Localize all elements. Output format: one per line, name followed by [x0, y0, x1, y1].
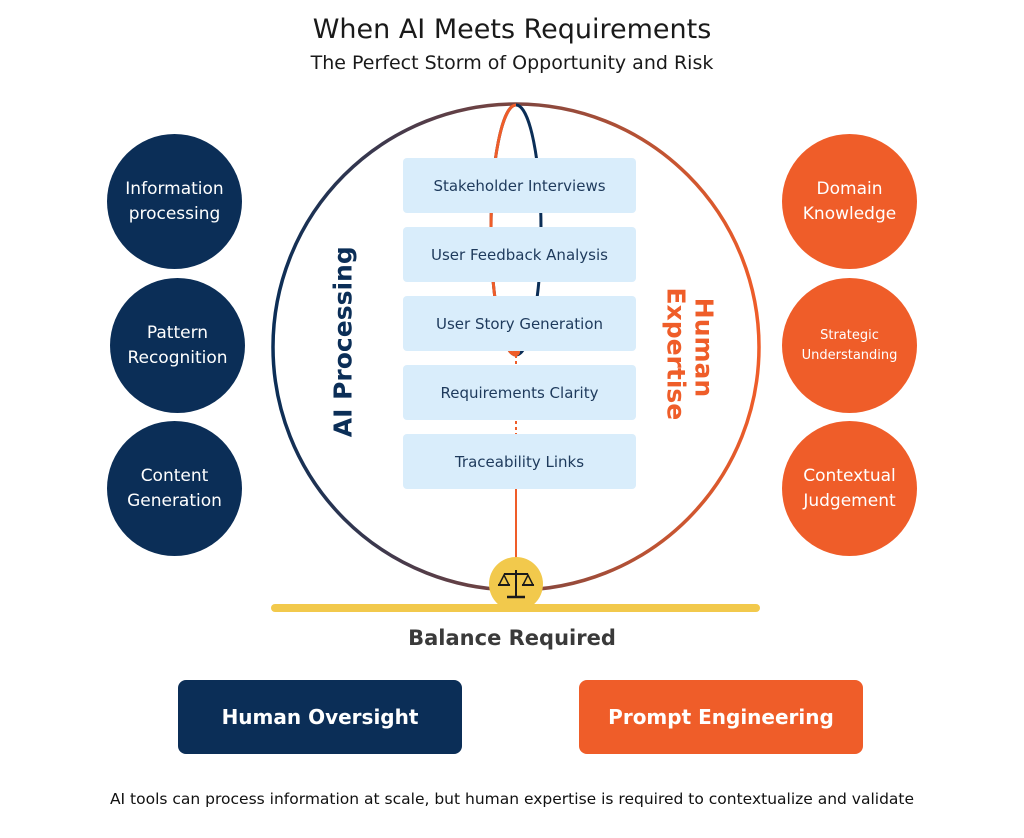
ai-capability-content-generation: Content Generation — [107, 421, 242, 556]
ai-capability-information-processing: Information processing — [107, 134, 242, 269]
scales-icon — [489, 557, 543, 611]
balance-required-label: Balance Required — [408, 626, 616, 650]
step-user-feedback-analysis: User Feedback Analysis — [403, 227, 636, 282]
human-capability-domain-knowledge: Domain Knowledge — [782, 134, 917, 269]
human-oversight-button[interactable]: Human Oversight — [178, 680, 462, 754]
human-expertise-label-text: Human Expertise — [662, 287, 719, 421]
ai-capability-pattern-recognition: Pattern Recognition — [110, 278, 245, 413]
footer-note: AI tools can process information at scal… — [109, 790, 915, 808]
step-stakeholder-interviews: Stakeholder Interviews — [403, 158, 636, 213]
page-title: When AI Meets Requirements — [312, 14, 712, 45]
prompt-engineering-button[interactable]: Prompt Engineering — [579, 680, 863, 754]
step-traceability-links: Traceability Links — [403, 434, 636, 489]
page-subtitle: The Perfect Storm of Opportunity and Ris… — [310, 52, 714, 74]
human-capability-contextual-judgement: Contextual Judgement — [782, 421, 917, 556]
human-capability-strategic-understanding: Strategic Understanding — [782, 278, 917, 413]
step-requirements-clarity: Requirements Clarity — [403, 365, 636, 420]
step-user-story-generation: User Story Generation — [403, 296, 636, 351]
human-expertise-label: Human Expertise — [662, 248, 719, 448]
ai-processing-label: AI Processing — [328, 246, 358, 438]
